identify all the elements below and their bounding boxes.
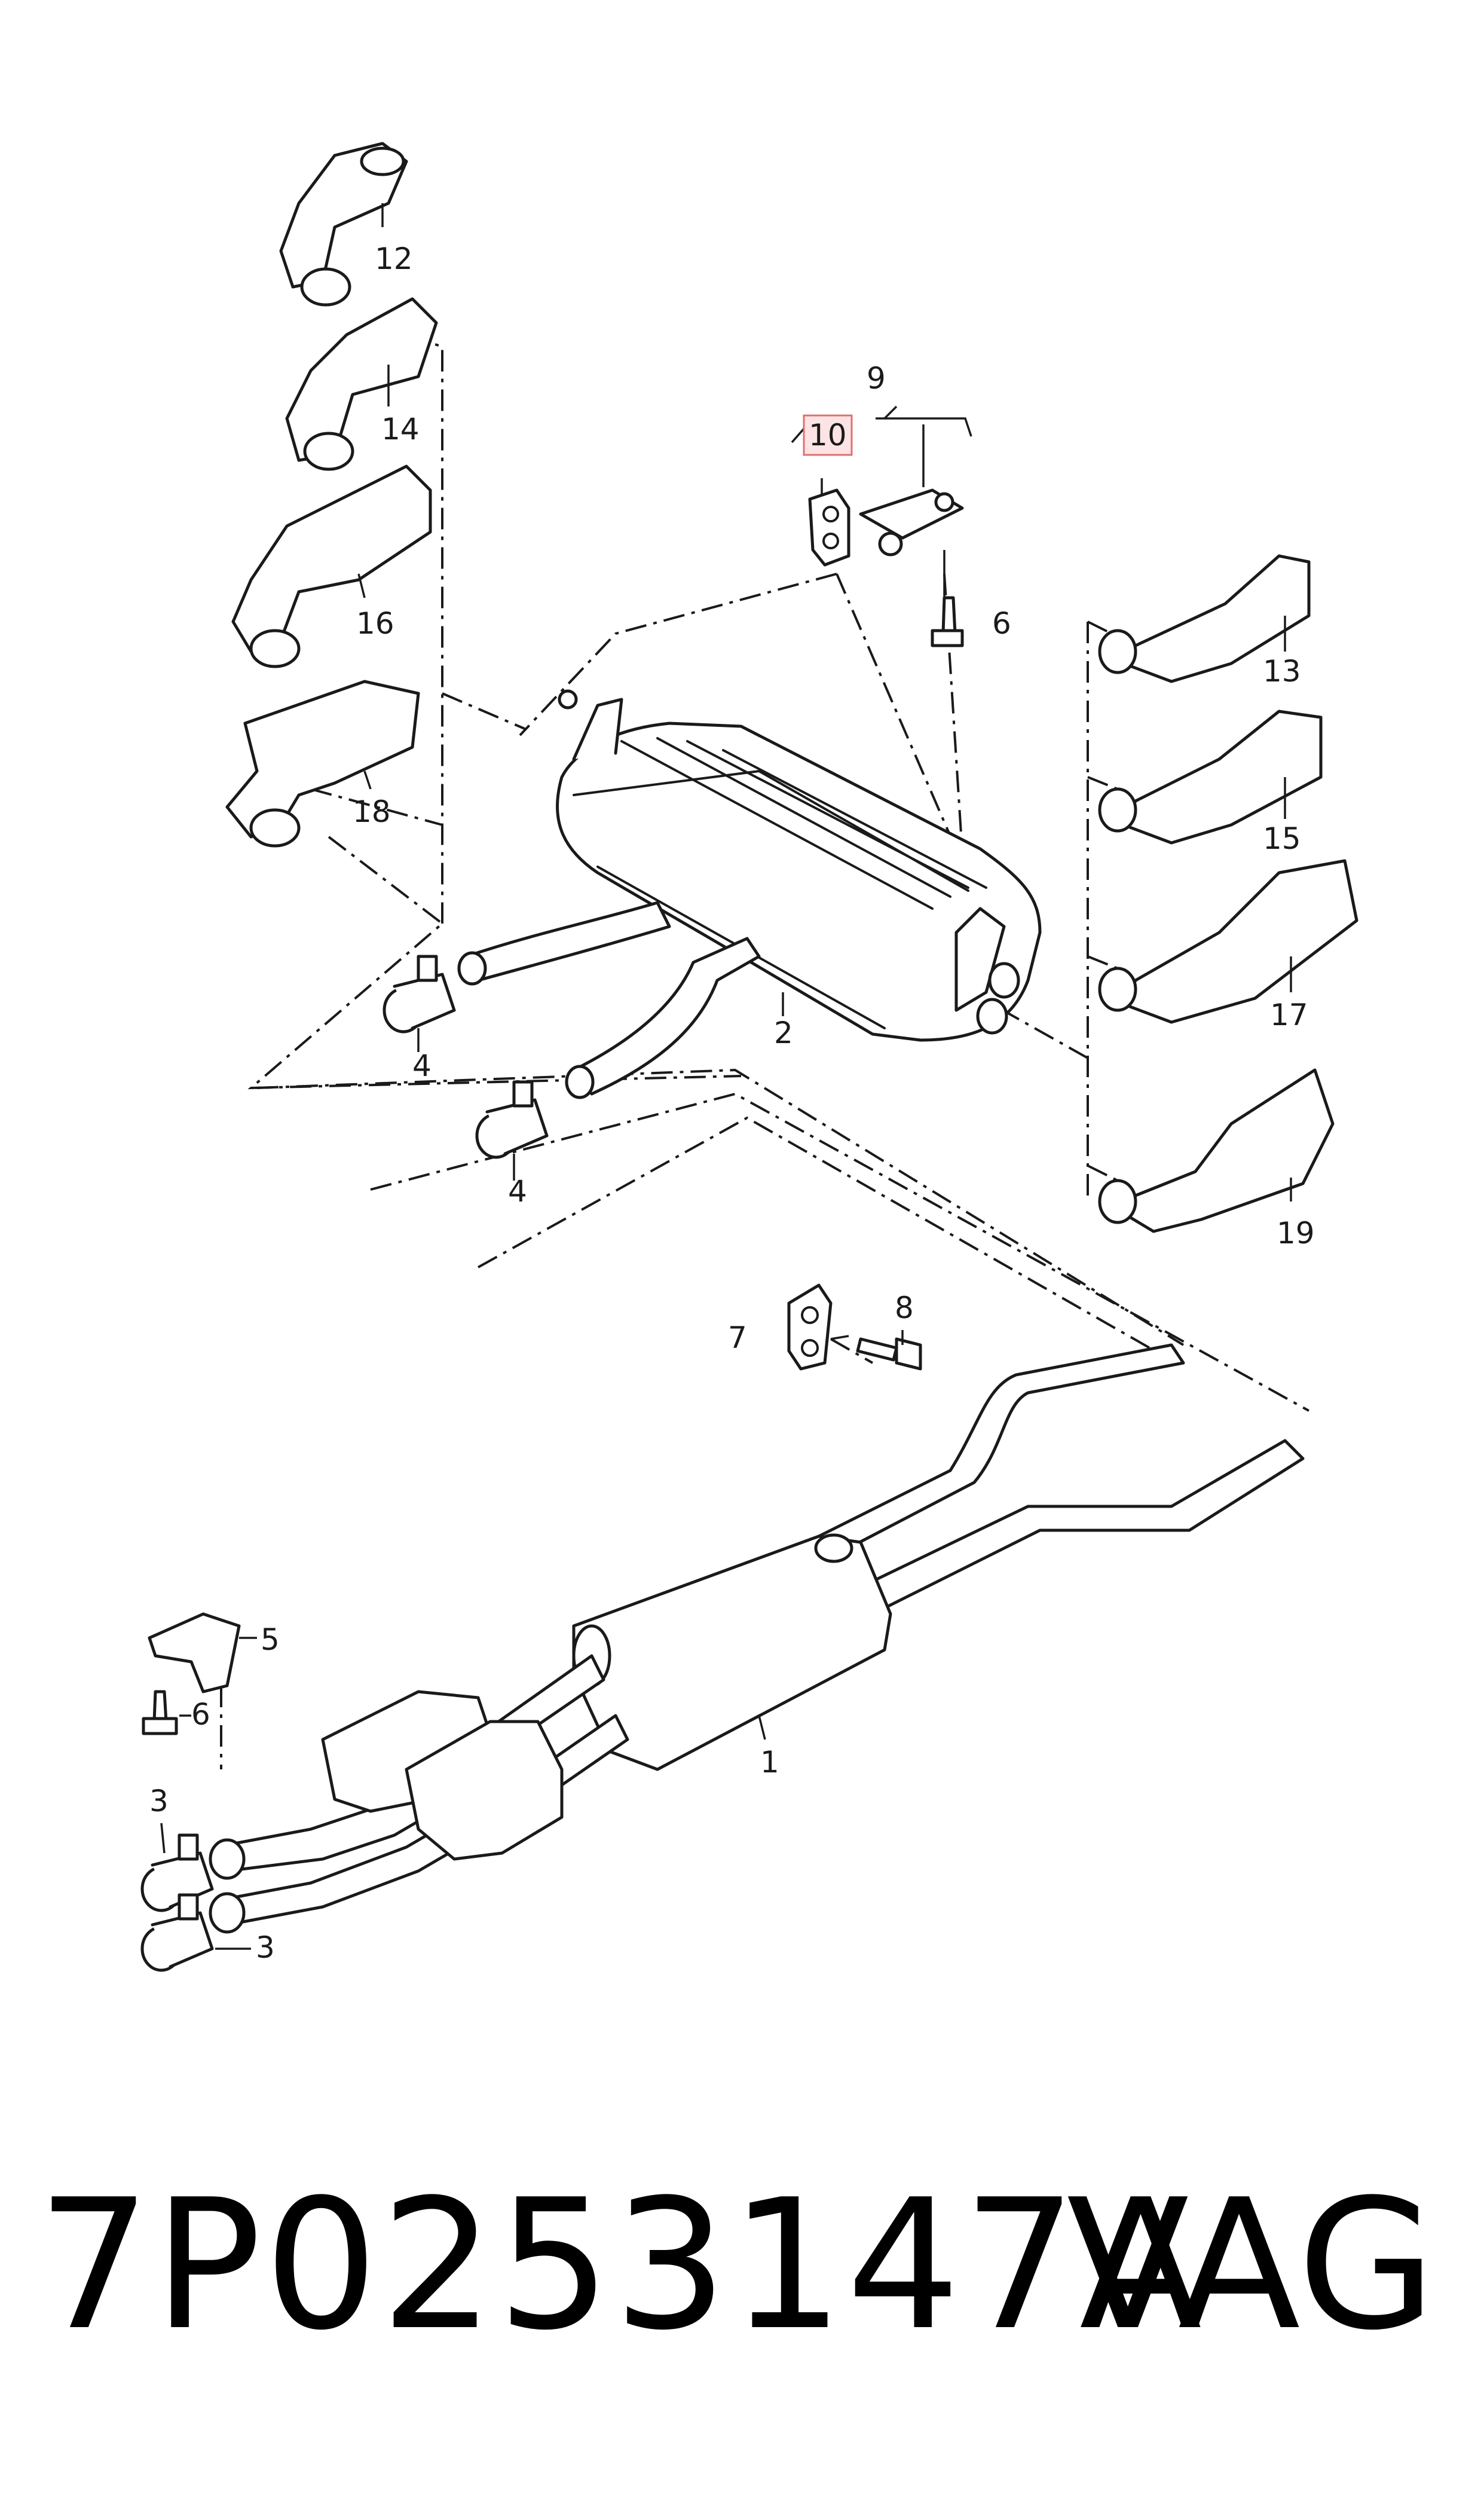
tailpipe-tip-17 (1098, 859, 1358, 1024)
tailpipe-tip-18 (225, 680, 420, 848)
tailpipe-tip-16 (231, 464, 432, 668)
clamp-front-lower (140, 1893, 214, 1972)
callout-3-lower: 3 (256, 1930, 275, 1965)
callout-13: 13 (1263, 654, 1301, 689)
callout-19: 19 (1277, 1216, 1315, 1251)
tailpipe-tip-15 (1098, 710, 1323, 845)
callout-5: 5 (261, 1622, 280, 1657)
tailpipe-tip-12 (279, 142, 408, 307)
callout-7: 7 (728, 1320, 747, 1355)
callout-12: 12 (375, 241, 413, 276)
callout-1: 1 (760, 1745, 779, 1780)
callout-10: 10 (809, 418, 847, 453)
callout-14: 14 (381, 412, 420, 447)
callout-17: 17 (1270, 998, 1308, 1032)
center-pipe-assembly (209, 1343, 1305, 1934)
rubber-mount-7 (787, 1283, 833, 1371)
callout-3-upper: 3 (149, 1784, 169, 1818)
hanger-bracket-9 (859, 488, 964, 557)
callout-6-lower: 6 (191, 1697, 210, 1732)
leader-lines (160, 203, 1292, 1950)
bolt-8 (856, 1337, 922, 1371)
clamp-upper (383, 955, 456, 1034)
callout-6-upper: 6 (992, 606, 1011, 641)
rear-muffler (457, 689, 1042, 1099)
callout-labels: 1 2 3 3 4 4 5 6 6 7 8 9 10 12 13 14 15 1… (149, 241, 1315, 1965)
part-footer: 7P0253147A VAG (0, 2176, 1484, 2427)
tailpipe-tip-14 (285, 297, 438, 471)
callout-4-upper: 4 (412, 1048, 432, 1083)
clamp-front-upper (140, 1833, 214, 1912)
bolt-6-lower (142, 1690, 178, 1735)
clamp-lower (475, 1080, 549, 1159)
callout-2: 2 (774, 1016, 793, 1050)
part-number: 7P0253147A (37, 2161, 1205, 2370)
callout-18: 18 (353, 794, 391, 829)
rubber-mount-10 (808, 488, 850, 567)
bolt-6-upper (931, 596, 964, 647)
hanger-bracket-5 (148, 1612, 241, 1693)
callout-8: 8 (895, 1291, 914, 1325)
highlight-box-10 (803, 414, 853, 456)
callout-4-lower: 4 (508, 1174, 527, 1209)
tailpipe-tip-13 (1098, 554, 1311, 683)
tailpipe-tip-19 (1098, 1068, 1335, 1233)
callout-9: 9 (867, 361, 886, 396)
callout-16: 16 (356, 606, 394, 641)
brand-label: VAG (1066, 2161, 1436, 2370)
callout-15: 15 (1263, 821, 1301, 856)
